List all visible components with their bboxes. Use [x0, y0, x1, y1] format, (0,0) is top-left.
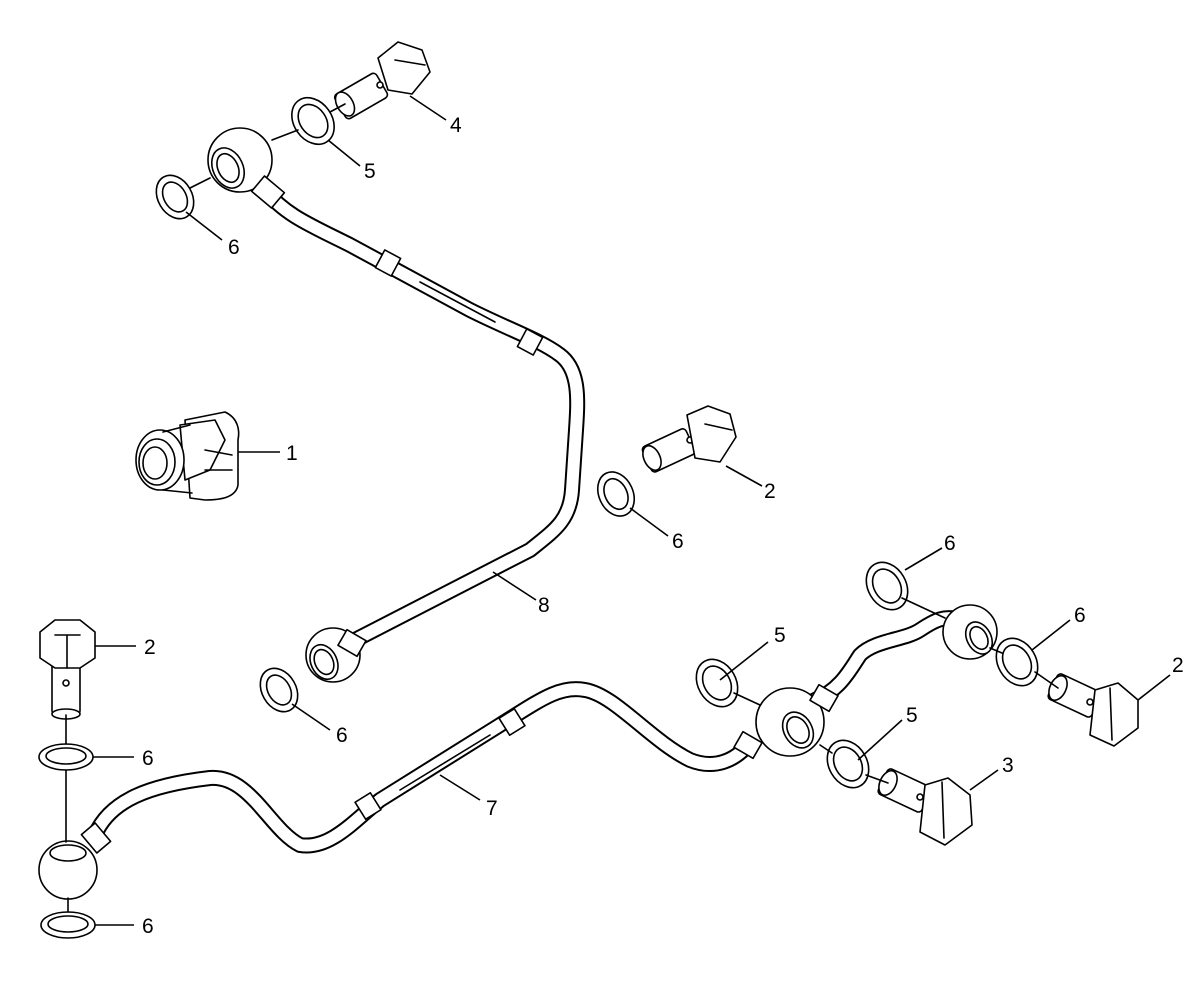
callout-1: 1	[286, 442, 298, 465]
callout-6-left-lower: 6	[142, 915, 154, 938]
elbow-fitting-1	[135, 411, 240, 501]
banjo-bolt-2-upper	[641, 405, 737, 473]
callout-6-pipe8-bottom: 6	[336, 724, 348, 747]
callout-leaders	[93, 95, 1171, 926]
washer-6-right-bolt	[995, 637, 1039, 687]
pipe-7	[38, 604, 998, 900]
sealing-washers	[38, 97, 1039, 939]
washer-6-right-top	[865, 561, 909, 611]
banjo-bolt-2-left	[39, 619, 96, 720]
washer-6-top	[155, 174, 195, 220]
assembly-axes	[65, 103, 1059, 913]
washer-5-tee-top	[695, 658, 739, 708]
callout-labels: 1 2 2 2 3 4 5 5 5 6 6 6 6 6 6 6 7 8	[142, 114, 1184, 938]
banjo-bolt-3	[877, 768, 973, 846]
callout-4: 4	[450, 114, 462, 137]
callout-7: 7	[486, 797, 498, 820]
callout-5-tee-top: 5	[774, 624, 786, 647]
callout-5-tee-bottom: 5	[906, 704, 918, 727]
washer-5-tee-bottom	[826, 739, 870, 789]
callout-6-top: 6	[228, 236, 240, 259]
pipe-8	[207, 127, 586, 683]
callout-8: 8	[538, 594, 550, 617]
washer-5-top	[291, 97, 335, 145]
callout-6-left-upper: 6	[142, 747, 154, 770]
callout-2-left: 2	[144, 636, 156, 659]
banjo-bolt-4	[333, 41, 431, 120]
callout-3: 3	[1002, 754, 1014, 777]
washer-6-pipe8-bottom	[259, 667, 299, 713]
washer-6-left-lower	[40, 911, 96, 939]
washer-6-mid	[596, 471, 636, 517]
washer-6-left-upper	[38, 743, 94, 771]
callout-2-right: 2	[1172, 654, 1184, 677]
callout-6-mid: 6	[672, 530, 684, 553]
callout-2-upper: 2	[764, 480, 776, 503]
callout-5-top: 5	[364, 160, 376, 183]
banjo-bolt-2-right	[1047, 673, 1139, 747]
callout-6-right-top: 6	[944, 532, 956, 555]
callout-6-right-bolt: 6	[1074, 604, 1086, 627]
